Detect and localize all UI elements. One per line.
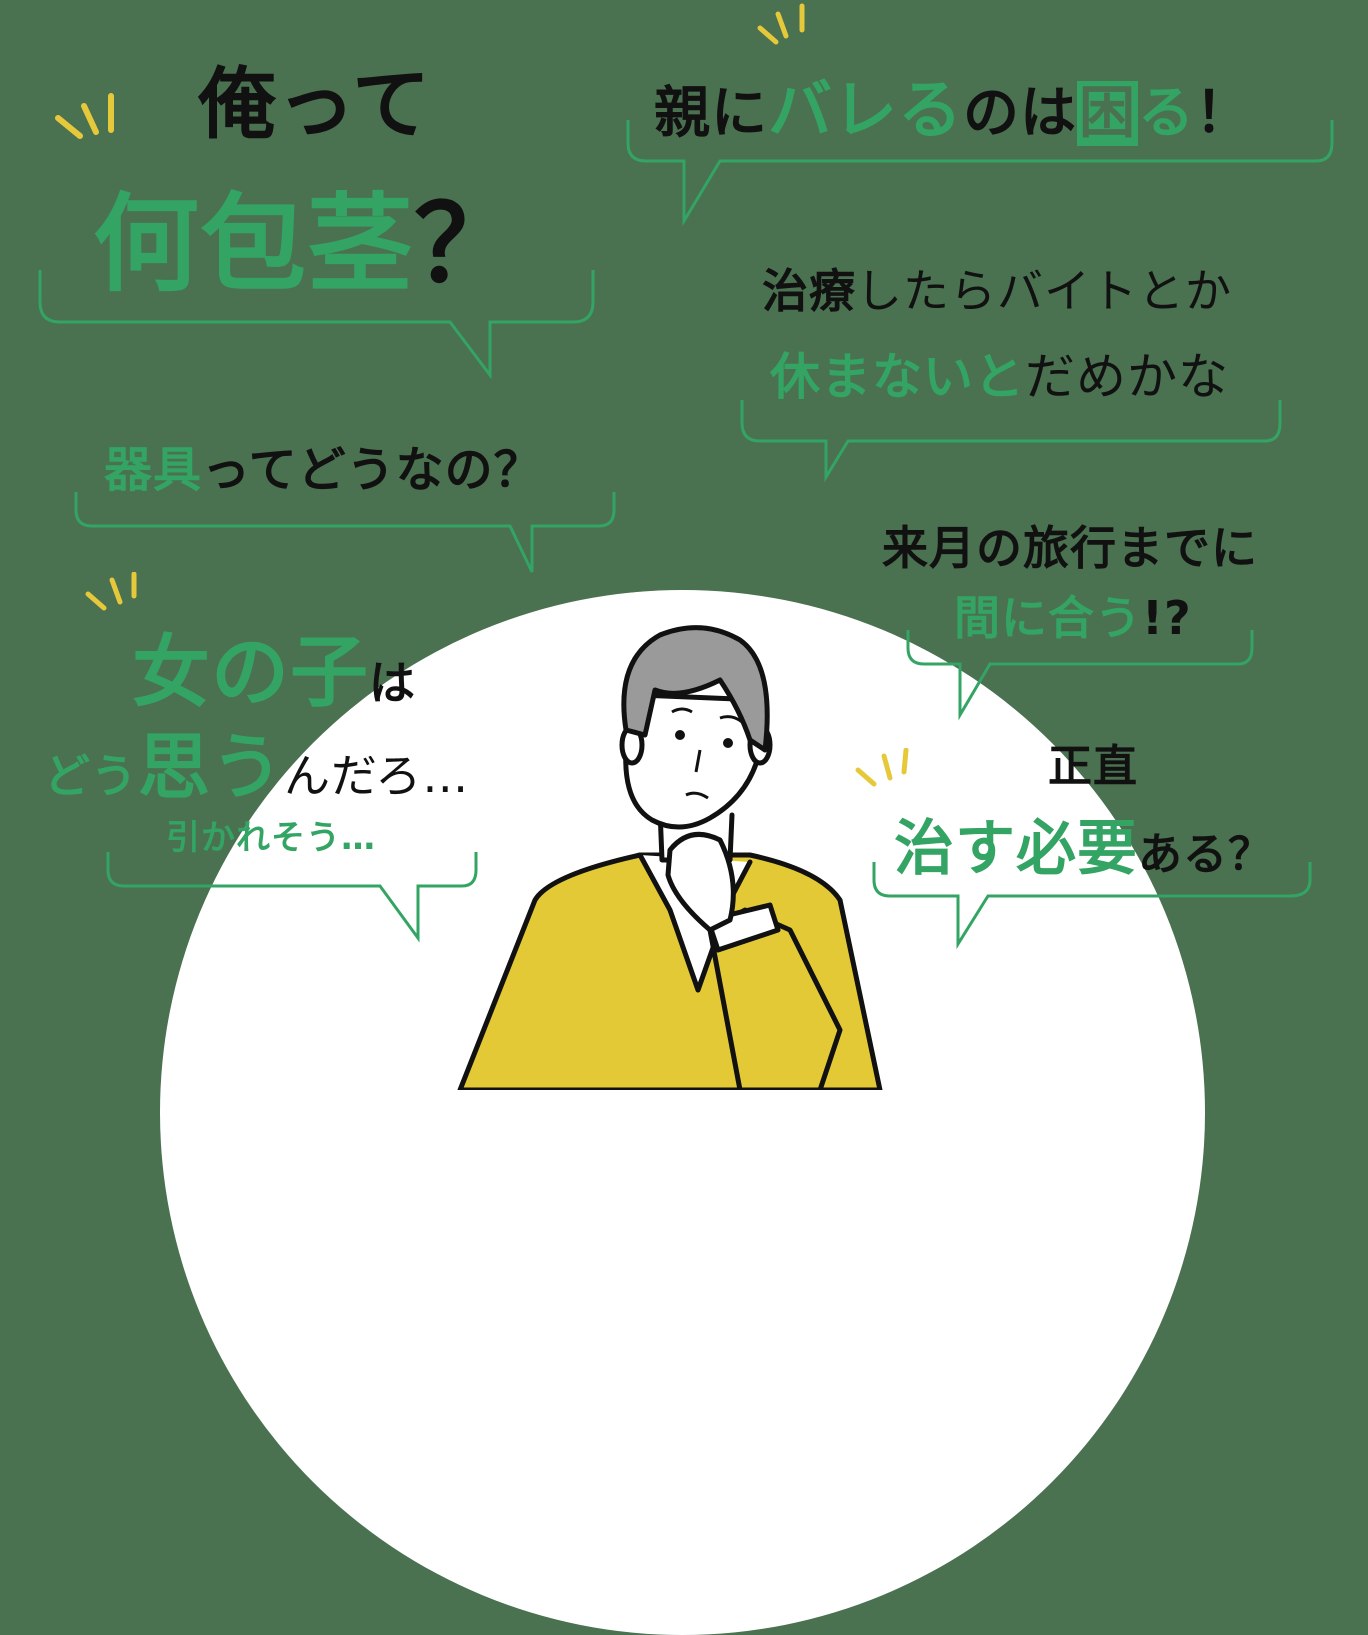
speech-bubble-what-girls-think: 女の子は どう思うんだろ… 引かれそう…: [40, 600, 540, 945]
eye: [723, 738, 733, 748]
bubble2-part: のは: [963, 81, 1077, 146]
sparkle-icon: [757, 3, 805, 45]
bubble4-part: 器具: [104, 442, 203, 498]
bubble6-part: 思う: [138, 725, 285, 809]
bubble-frame: [626, 120, 1334, 227]
bubble1-line2: 何包茎？: [93, 158, 521, 312]
speech-bubble-trip-next-month: 来月の旅行までに 間に合う!?: [880, 510, 1260, 721]
bubble6-line1: 女の子は: [132, 610, 416, 722]
speech-bubble-am-i-phimosis: 俺って 何包茎？: [38, 40, 598, 380]
bubble6-line3: 引かれそう…: [166, 818, 376, 858]
bubble7-line1: 正直: [1048, 741, 1138, 792]
bubble3-part: 治療: [762, 264, 856, 318]
bubble7-line2: 治す必要ある？: [894, 800, 1273, 887]
bubble3-line2: 休まないとだめかな: [770, 337, 1229, 409]
eye: [675, 730, 685, 740]
speech-bubble-need-to-treat: 正直 治す必要ある？: [870, 730, 1320, 950]
face: [623, 692, 763, 830]
bubble-frame: [106, 852, 478, 943]
bubble2-part: ！: [1195, 81, 1252, 146]
bubble-frame: [906, 630, 1254, 721]
bubble7-part: 治す必要: [894, 814, 1138, 884]
bubble2-part: 親に: [654, 81, 768, 146]
sparkle-icon: [85, 572, 137, 611]
bubble6-part: どう: [44, 749, 138, 803]
hair: [621, 625, 770, 753]
thinking-man-illustration: [457, 625, 883, 1090]
speech-bubble-time-off-work: 治療したらバイトとか 休まないとだめかな: [740, 255, 1285, 483]
bubble2-part: バレる: [768, 74, 963, 148]
speech-bubble-devices: 器具ってどうなの？: [74, 430, 619, 580]
bubble1-line1: 俺って: [198, 60, 432, 150]
sparkle-icon: [855, 748, 909, 787]
bubble3-line1: 治療したらバイトとか: [762, 255, 1232, 321]
bubble5-line2: 間に合う!?: [954, 582, 1192, 648]
bubble6-line2: どう思うんだろ…: [44, 708, 469, 813]
bubble4-text: 器具ってどうなの？: [104, 430, 543, 500]
hand: [665, 831, 736, 933]
bubble6-part: は: [369, 656, 417, 710]
bubble6-part: んだろ…: [284, 749, 470, 803]
bubble4-part: ってどうなの？: [202, 442, 543, 498]
bubble3-part: 休まないと: [770, 348, 1025, 406]
bubble3-part: だめかな: [1025, 348, 1229, 406]
bubble1-green-text: 何包茎: [93, 183, 414, 306]
bubble5-part: !?: [1142, 591, 1192, 645]
bubble-frame: [740, 400, 1282, 483]
bubble7-part: ある？: [1138, 829, 1273, 880]
bubble5-part: 間に合う: [954, 591, 1142, 645]
bubble6-part: 女の子: [132, 628, 370, 718]
bubble2-text: 親にバレるのは困る！: [654, 59, 1252, 151]
bubble3-part: したらバイトとか: [856, 264, 1232, 318]
sparkle-icon: [55, 93, 114, 139]
bubble-frame: [872, 862, 1312, 950]
bubble2-part: る: [1138, 81, 1195, 146]
bubble5-line1: 来月の旅行までに: [882, 521, 1258, 575]
bubble-frame: [74, 492, 616, 573]
speech-bubble-parents-finding-out: 親にバレるのは困る！: [626, 55, 1336, 227]
bubble-frame: [38, 270, 595, 380]
bubble1-question-mark: ？: [414, 183, 521, 306]
bubble2-highlight: 困: [1077, 81, 1138, 146]
mouth: [685, 791, 709, 800]
